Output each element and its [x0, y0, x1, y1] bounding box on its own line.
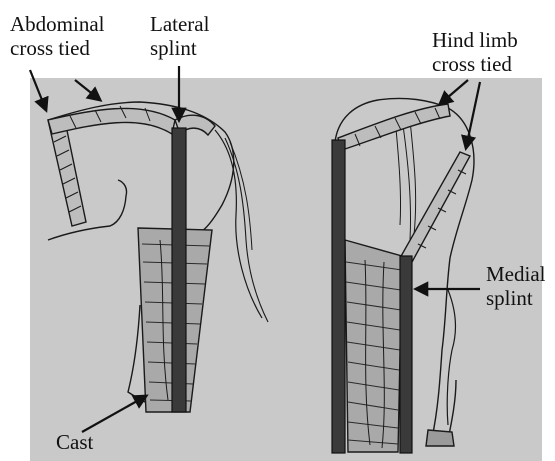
- paper-background: [30, 78, 542, 461]
- label-abdominal-line2: cross tied: [10, 36, 105, 60]
- label-hind-limb-cross-tied: Hind limb cross tied: [432, 28, 518, 76]
- label-hind-line1: Hind limb: [432, 28, 518, 52]
- right-lateral-splint: [332, 140, 345, 453]
- label-abdominal-cross-tied: Abdominal cross tied: [10, 12, 105, 60]
- label-cast-text: Cast: [56, 430, 93, 454]
- label-hind-line2: cross tied: [432, 52, 518, 76]
- label-lateral-line2: splint: [150, 36, 209, 60]
- medial-splint: [400, 256, 412, 453]
- label-medial-line1: Medial: [486, 262, 545, 286]
- label-medial-splint: Medial splint: [486, 262, 545, 310]
- label-medial-line2: splint: [486, 286, 545, 310]
- label-lateral-splint: Lateral splint: [150, 12, 209, 60]
- label-lateral-line1: Lateral: [150, 12, 209, 36]
- label-cast: Cast: [56, 430, 93, 454]
- lateral-splint: [172, 128, 186, 412]
- label-abdominal-line1: Abdominal: [10, 12, 105, 36]
